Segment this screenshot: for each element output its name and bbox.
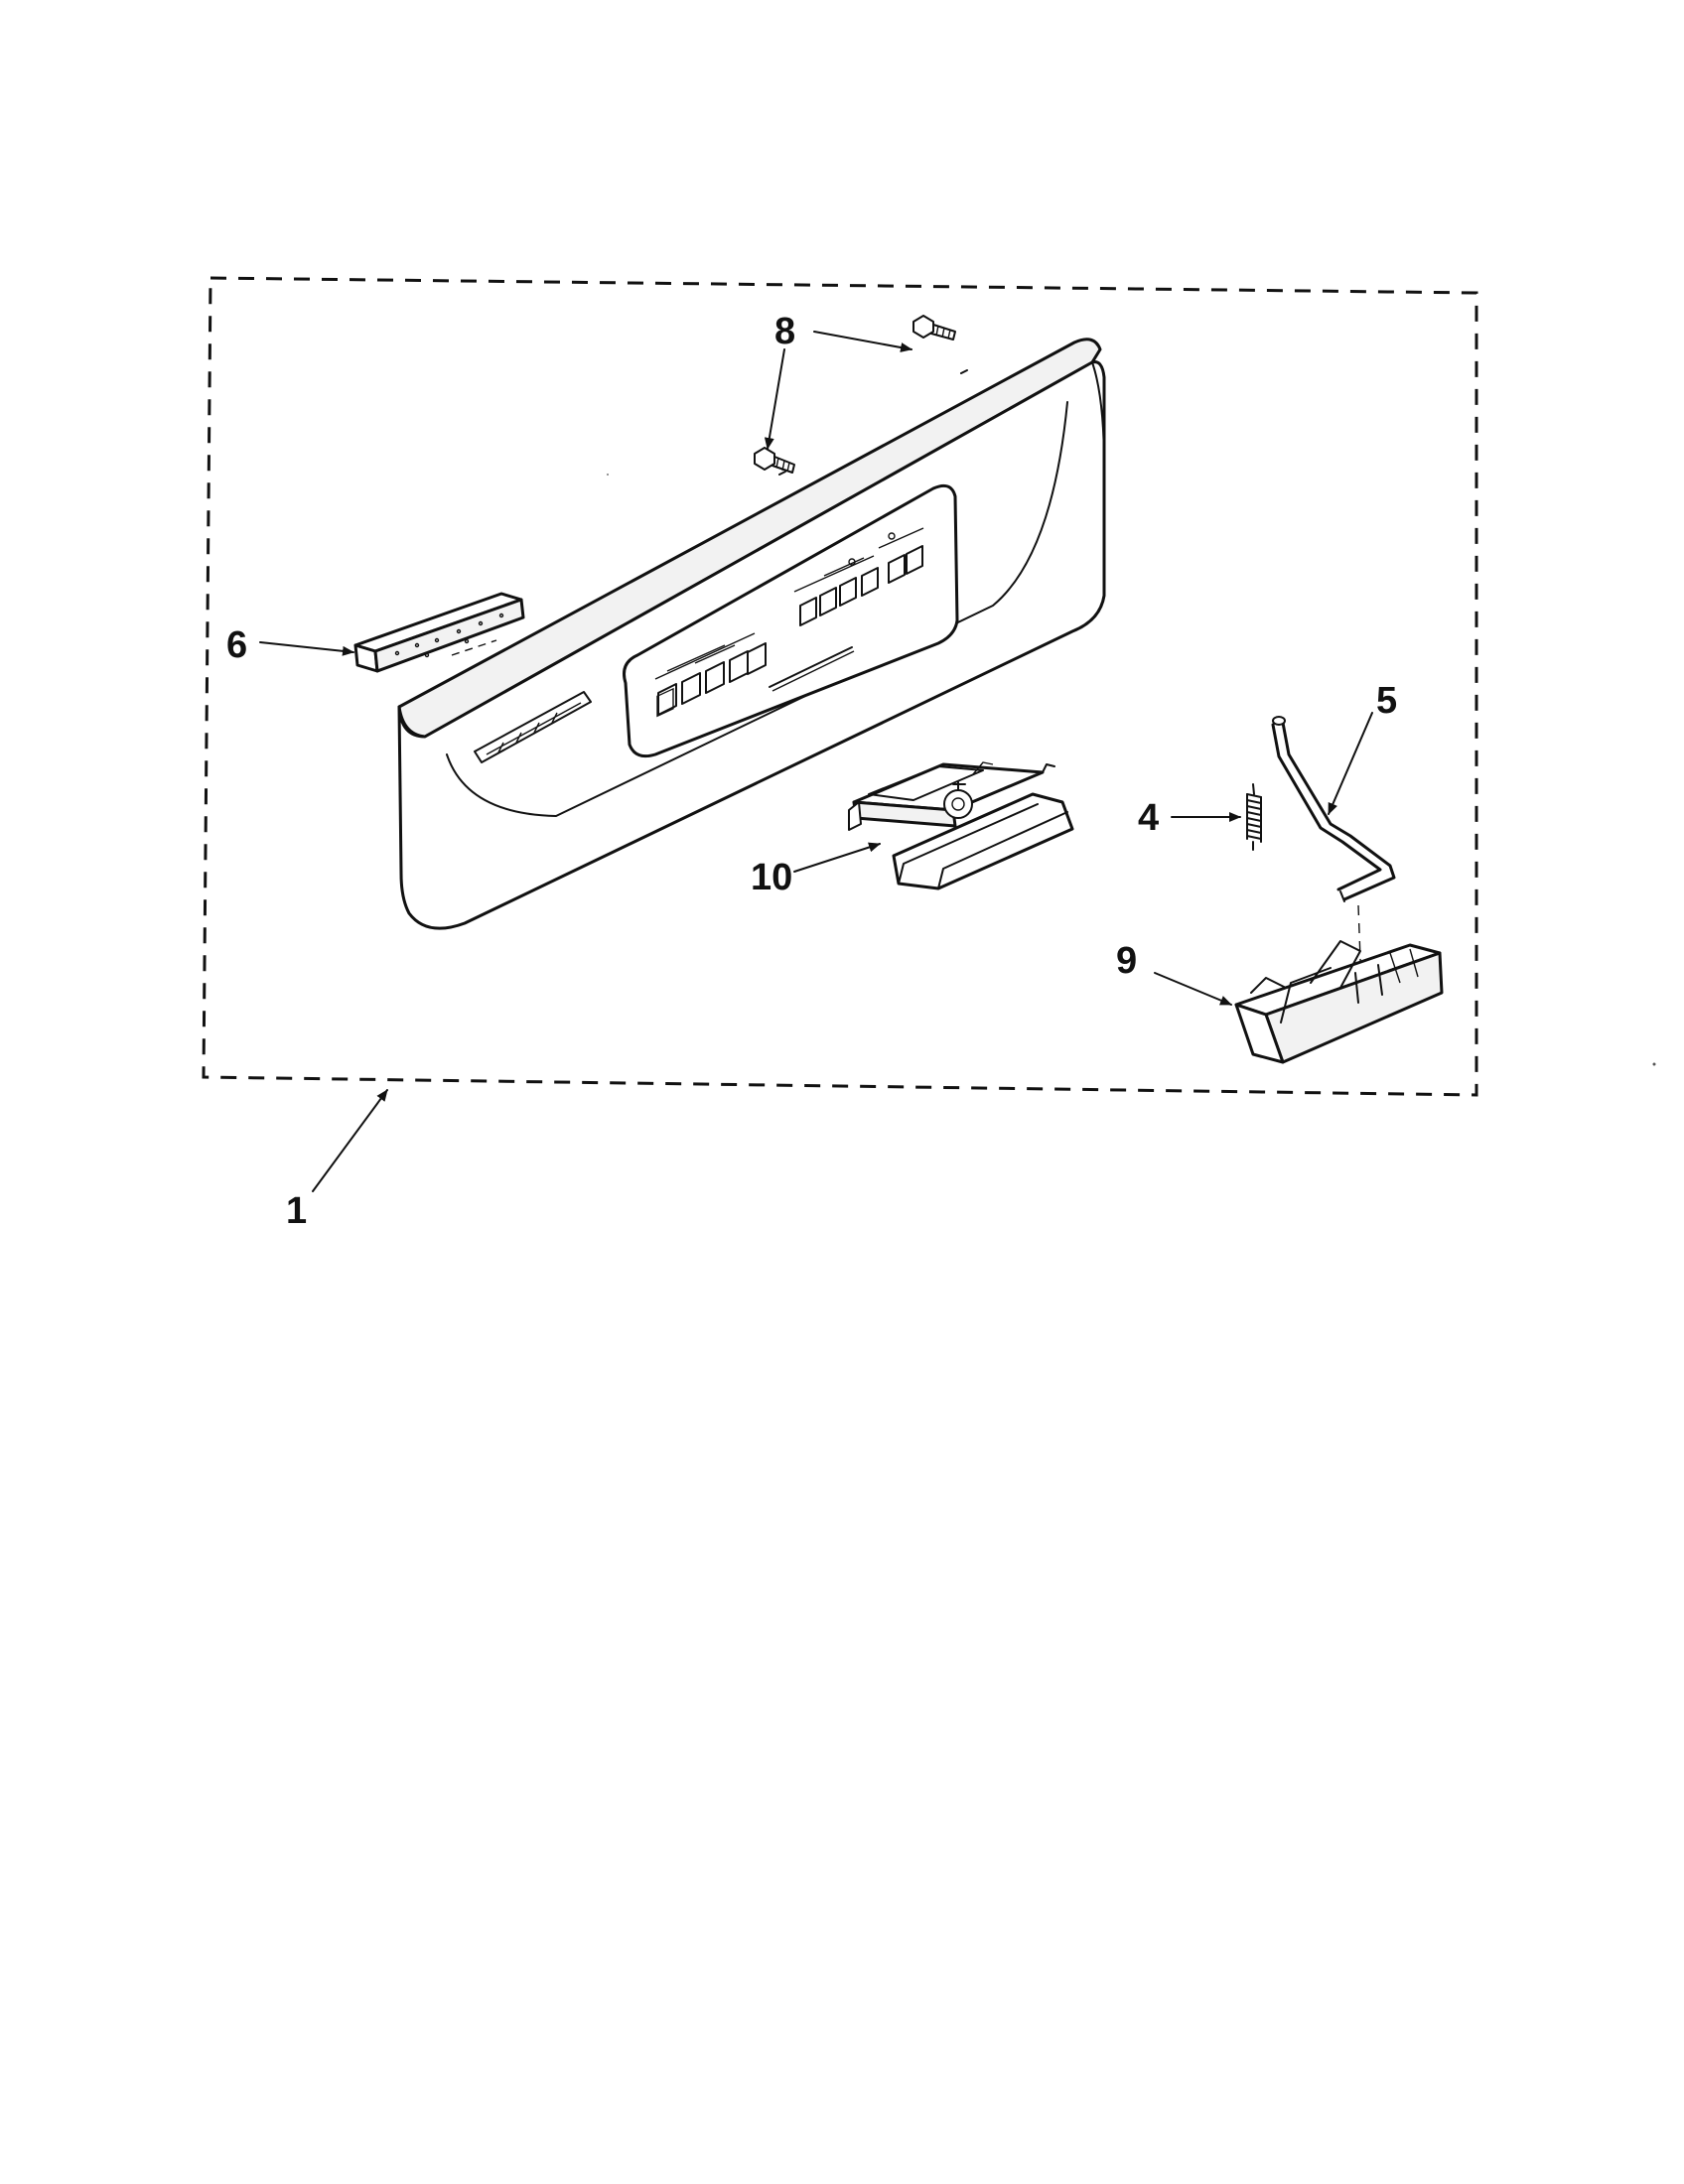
screw-upper <box>912 315 956 341</box>
screw-lower <box>754 447 795 474</box>
callout-1: 1 <box>286 1190 307 1232</box>
switch-housing <box>1234 940 1444 1064</box>
display-window <box>623 483 959 758</box>
callout-10: 10 <box>751 857 792 898</box>
speck-mark <box>1652 1062 1656 1066</box>
right-keypad <box>793 527 924 626</box>
leader-lines <box>259 331 1373 1192</box>
callout-6: 6 <box>226 624 247 666</box>
callout-4: 4 <box>1138 797 1159 839</box>
control-panel <box>397 338 1106 930</box>
callout-8: 8 <box>774 311 795 352</box>
latch-assembly <box>848 761 1074 890</box>
callout-9: 9 <box>1116 940 1137 982</box>
left-keypad <box>654 632 767 718</box>
vent-slot <box>474 691 592 763</box>
speck-mark <box>607 474 609 476</box>
callout-5: 5 <box>1376 680 1397 722</box>
actuator-rod <box>1271 716 1396 902</box>
insulation-strip <box>353 592 525 673</box>
spring <box>1246 783 1262 851</box>
brand-mark <box>769 646 853 688</box>
assembly-boundary <box>202 276 1478 1097</box>
